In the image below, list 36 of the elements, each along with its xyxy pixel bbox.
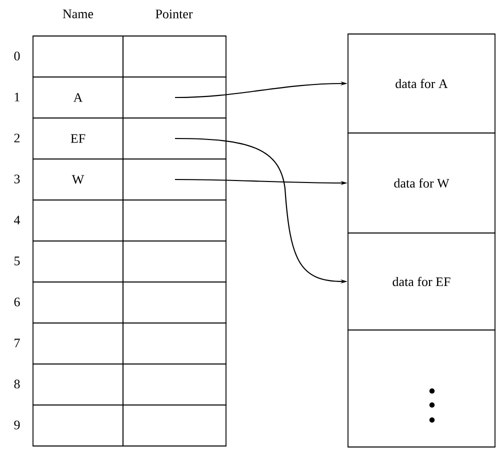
pointer-cell	[122, 240, 226, 282]
row-index: 1	[14, 92, 20, 102]
pointer-cell	[122, 158, 226, 200]
row-index: 8	[14, 380, 20, 388]
data-box: data for A	[348, 34, 496, 134]
name-cell	[32, 282, 124, 324]
row-index: 6	[14, 298, 20, 306]
row-index: 7	[14, 338, 20, 348]
row-index: 3	[14, 174, 20, 184]
pointer-cell	[122, 118, 226, 160]
name-cell: A	[32, 76, 124, 118]
pointer-cell	[122, 322, 226, 364]
name-cell: W	[32, 158, 124, 200]
row-index: 2	[14, 134, 20, 142]
name-cell	[32, 36, 124, 78]
column-header: Pointer	[156, 10, 193, 18]
pointer-cell	[122, 200, 226, 242]
name-cell	[32, 404, 124, 446]
name-cell: EF	[32, 118, 124, 160]
data-box	[348, 330, 496, 448]
row-index: 4	[14, 216, 20, 224]
pointer-cell	[122, 404, 226, 446]
pointer-cell	[122, 36, 226, 78]
name-cell	[32, 200, 124, 242]
name-cell	[32, 364, 124, 406]
row-index: 5	[14, 256, 20, 266]
row-index: 9	[14, 420, 20, 430]
row-index: 0	[14, 52, 20, 60]
data-box: data for EF	[348, 232, 496, 330]
column-header: Name	[62, 10, 94, 18]
data-box: data for W	[348, 132, 496, 234]
pointer-cell	[122, 364, 226, 406]
pointer-cell	[122, 282, 226, 324]
name-cell	[32, 240, 124, 282]
name-cell	[32, 322, 124, 364]
pointer-cell	[122, 76, 226, 118]
